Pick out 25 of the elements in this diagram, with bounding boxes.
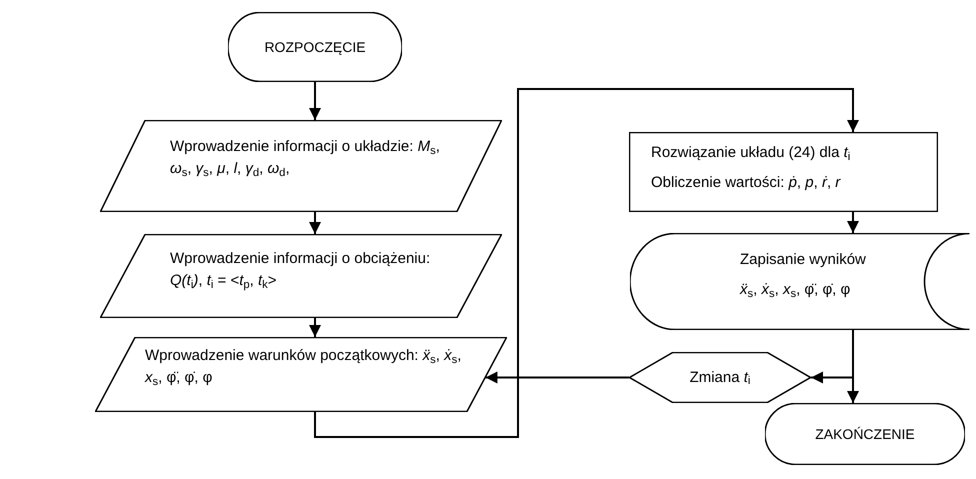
terminal-label: ROZPOCZĘCIE <box>264 38 366 57</box>
node-text: Rozwiązanie układu (24) dla t$_{i}$ <box>651 143 852 164</box>
end-terminal <box>765 403 965 465</box>
node-text: Wprowadzenie informacji o obciążeniu: Q(t$_{i}$), t$_{i}$ = <t$_{p}$, t$_{k}$> <box>170 249 432 292</box>
node-text: Wprowadzenie warunków początkowych: ẍ$_{s}$, ẋ$_{s}$, x$_{s}$, φ̈, φ̇, φ <box>145 346 462 388</box>
arrow <box>847 212 859 233</box>
input-parallelogram <box>100 234 502 318</box>
stored-data-shape <box>630 233 970 330</box>
node-text: Obliczenie wartości: ṗ, p, ṙ, r <box>651 172 842 193</box>
node-text: Zapisanie wyników <box>740 250 867 270</box>
process-box <box>629 132 938 212</box>
terminal-label: ZAKOŃCZENIE <box>815 424 915 444</box>
arrow <box>485 372 629 384</box>
arrow <box>309 318 321 337</box>
node-text: Zmiana t$_{i}$ <box>690 368 750 388</box>
arrow <box>847 330 859 403</box>
node-text: Wprowadzenie informacji o układzie: M$_{s}$, ω$_{s}$, γ$_{s}$, μ, l, γ$_{d}$, ω$_{d}$, <box>170 137 441 180</box>
arrow <box>309 82 321 120</box>
start-terminal <box>228 12 402 82</box>
node-text: ẍ$_{s}$, ẋ$_{s}$, x$_{s}$, φ̈, φ̇, φ <box>740 280 852 300</box>
input-parallelogram <box>95 337 507 412</box>
arrow <box>314 88 859 438</box>
preparation-hexagon <box>629 352 811 403</box>
input-parallelogram <box>100 120 502 212</box>
arrow <box>309 212 321 234</box>
